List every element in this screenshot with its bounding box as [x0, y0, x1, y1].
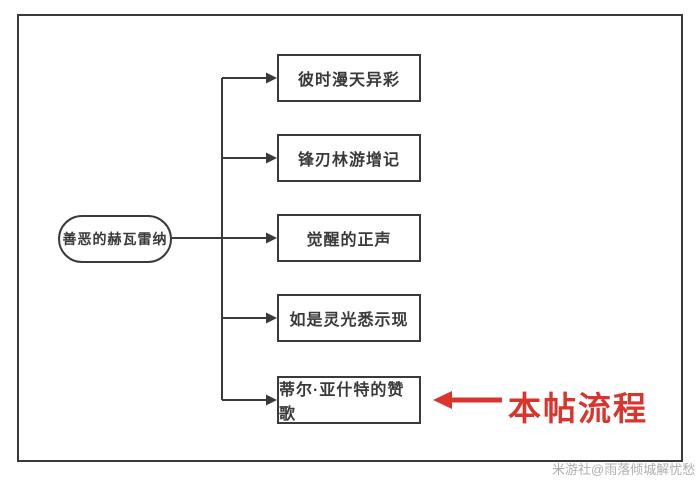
chapter-box-2[interactable]: 锋刃林游增记 [277, 134, 421, 182]
chapter-box-3[interactable]: 觉醒的正声 [277, 214, 421, 262]
watermark-text: 米游社@雨落倾城解忧愁 [552, 462, 696, 477]
chapter-box-4-label: 如是灵光悉示现 [289, 312, 409, 329]
chapter-box-1-label: 彼时漫天异彩 [297, 72, 400, 89]
chapter-box-1[interactable]: 彼时漫天异彩 [277, 54, 421, 102]
chapter-box-2-label: 锋刃林游增记 [297, 152, 400, 169]
chapter-box-5[interactable]: 蒂尔·亚什特的赞歌 [277, 376, 421, 424]
chapter-box-5-label: 蒂尔·亚什特的赞歌 [279, 382, 405, 423]
annotation-text: 本帖流程 [508, 390, 648, 427]
chapter-box-4[interactable]: 如是灵光悉示现 [277, 294, 421, 342]
chapter-box-3-label: 觉醒的正声 [306, 232, 392, 249]
root-node[interactable]: 善恶的赫瓦雷纳 [58, 215, 172, 263]
root-node-label: 善恶的赫瓦雷纳 [62, 231, 168, 247]
